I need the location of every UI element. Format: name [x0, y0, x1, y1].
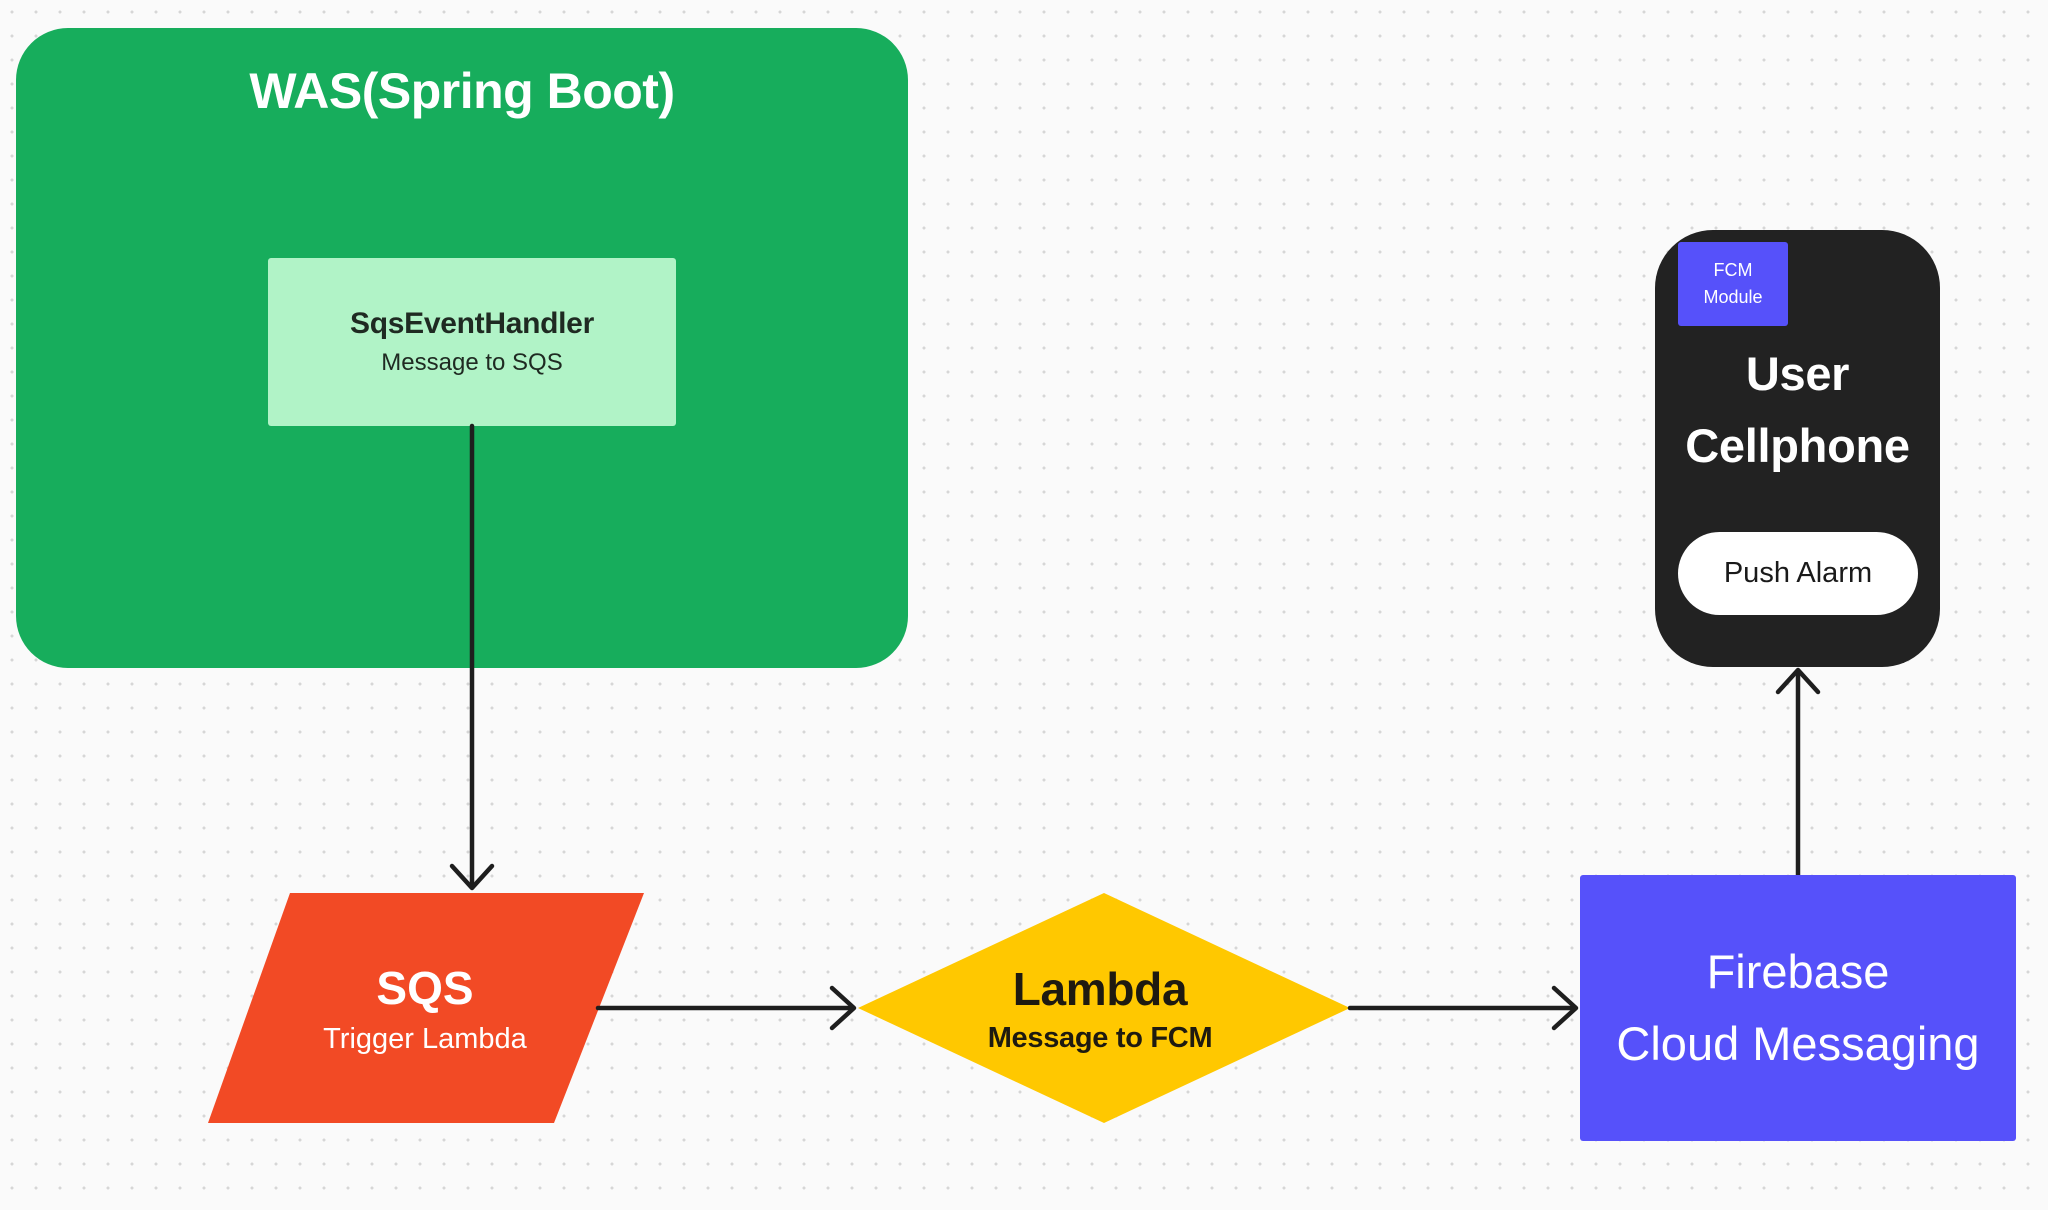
arrow-sqs-to-lambda	[595, 985, 857, 1031]
arrow-firebase-to-phone	[1775, 667, 1821, 878]
phone-title-line-1: User	[1745, 347, 1850, 400]
lambda-subtitle: Message to FCM	[987, 1021, 1213, 1054]
sqs-label: SQS Trigger Lambda	[210, 893, 640, 1123]
sqs-parallelogram	[208, 893, 644, 1123]
firebase-line-1: Firebase	[1706, 945, 1890, 998]
sqs-title: SQS	[376, 961, 474, 1014]
firebase-box: Firebase Cloud Messaging	[1580, 875, 2016, 1141]
fcm-badge-line-2: Module	[1703, 287, 1763, 307]
handler-subtitle: Message to SQS	[381, 349, 563, 376]
phone-title: User Cellphone	[1655, 338, 1940, 482]
phone-title-line-2: Cellphone	[1685, 419, 1910, 472]
sqs-event-handler-box: SqsEventHandler Message to SQS	[268, 258, 676, 426]
fcm-module-badge: FCM Module	[1678, 242, 1788, 326]
arrow-lambda-to-firebase	[1347, 985, 1579, 1031]
lambda-label: Lambda Message to FCM	[860, 893, 1340, 1123]
fcm-badge-line-1: FCM	[1713, 260, 1753, 280]
arrow-handler-to-sqs	[449, 423, 495, 891]
firebase-line-2: Cloud Messaging	[1616, 1017, 1980, 1070]
handler-title: SqsEventHandler	[350, 307, 594, 340]
was-title: WAS(Spring Boot)	[249, 63, 675, 119]
lambda-diamond	[858, 893, 1350, 1123]
push-alarm-button: Push Alarm	[1678, 532, 1918, 615]
lambda-title: Lambda	[1012, 962, 1188, 1015]
sqs-subtitle: Trigger Lambda	[323, 1022, 527, 1055]
